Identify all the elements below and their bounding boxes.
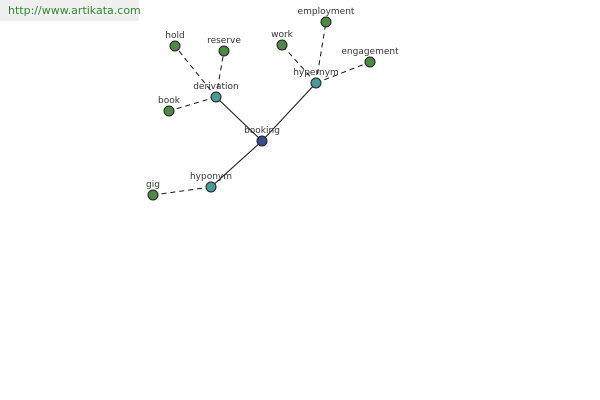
node-book[interactable]: book [158, 96, 181, 117]
node-gig[interactable]: gig [146, 180, 160, 201]
node-hold-dot[interactable] [169, 40, 181, 52]
node-hypernym[interactable]: hypernym [293, 68, 339, 89]
node-hyponym[interactable]: hyponym [190, 172, 232, 193]
node-employment[interactable]: employment [298, 7, 355, 28]
node-book-label: book [158, 96, 181, 106]
node-employment-label: employment [298, 7, 355, 17]
node-work[interactable]: work [271, 30, 294, 51]
node-engagement-dot[interactable] [364, 56, 376, 68]
node-reserve[interactable]: reserve [207, 36, 241, 57]
edge-booking-hypernym [261, 82, 317, 142]
node-engagement[interactable]: engagement [341, 47, 399, 68]
edge-layer [152, 21, 371, 196]
node-derivation[interactable]: derivation [193, 82, 239, 103]
edge-hypernym-employment [315, 21, 327, 84]
node-gig-dot[interactable] [147, 189, 159, 201]
node-hypernym-label: hypernym [293, 68, 339, 78]
node-hyponym-label: hyponym [190, 172, 232, 182]
edge-hypernym-engagement [315, 61, 371, 84]
edge-booking-hyponym [210, 140, 263, 188]
node-reserve-label: reserve [207, 36, 241, 46]
node-derivation-label: derivation [193, 82, 239, 92]
node-hold-label: hold [165, 31, 184, 41]
edge-derivation-hold [174, 45, 217, 98]
node-book-dot[interactable] [163, 105, 175, 117]
edge-booking-derivation [215, 96, 263, 142]
node-booking-label: booking [244, 126, 280, 136]
node-work-label: work [271, 30, 294, 40]
node-derivation-dot[interactable] [210, 91, 222, 103]
node-reserve-dot[interactable] [218, 45, 230, 57]
node-layer: booking derivation hypernym hyponym hold rese… [146, 7, 399, 201]
edge-derivation-reserve [215, 50, 225, 98]
node-booking-dot[interactable] [256, 135, 268, 147]
node-work-dot[interactable] [276, 39, 288, 51]
node-gig-label: gig [146, 180, 160, 190]
node-booking[interactable]: booking [244, 126, 280, 147]
node-employment-dot[interactable] [320, 16, 332, 28]
node-hyponym-dot[interactable] [205, 181, 217, 193]
node-hypernym-dot[interactable] [310, 77, 322, 89]
site-url-link[interactable]: http://www.artikata.com [0, 0, 141, 21]
node-engagement-label: engagement [341, 47, 399, 57]
edge-hyponym-gig [152, 186, 212, 196]
edge-derivation-book [168, 96, 217, 112]
node-hold[interactable]: hold [165, 31, 185, 52]
